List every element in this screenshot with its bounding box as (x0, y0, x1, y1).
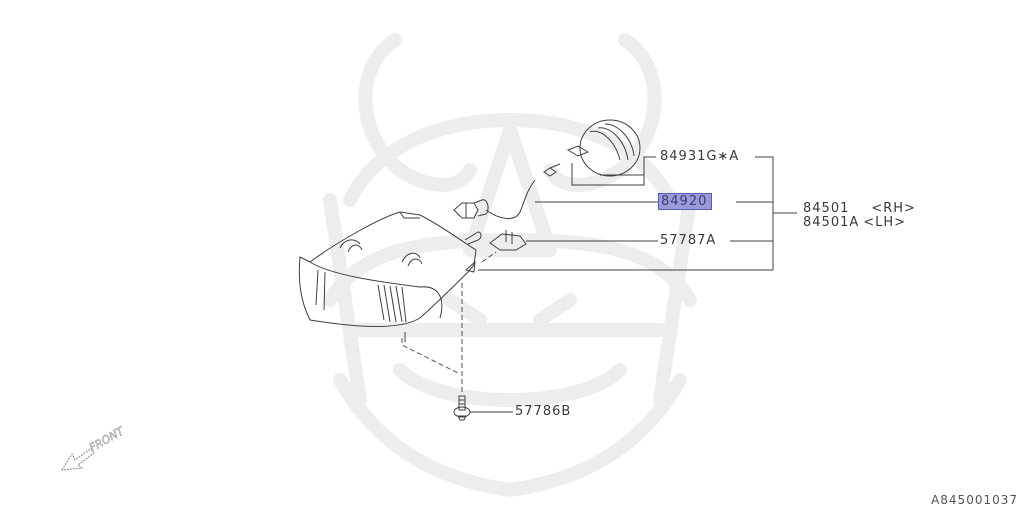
bulb-socket-84931G (543, 119, 641, 177)
arrow-left-down-icon (61, 447, 95, 471)
callout-84920-highlighted[interactable]: 84920 (658, 193, 713, 210)
part-number: 84920 (661, 194, 708, 209)
callout-84931G-A[interactable]: 84931G∗A (660, 150, 739, 164)
diagram-id-code: A845001037 (931, 493, 1018, 507)
front-direction-label: FRONT (87, 424, 127, 455)
part-number: 57786B (515, 404, 572, 419)
part-number: 84931G∗A (660, 149, 740, 164)
part-number: 57787A (660, 233, 717, 248)
assembly-lh[interactable]: 84501A<LH> (803, 216, 916, 230)
assembly-dashed-lines (401, 251, 497, 392)
assembly-lh-part-number: 84501A (803, 215, 860, 230)
assembly-rh-side: <RH> (871, 201, 916, 216)
callout-57786B[interactable]: 57786B (515, 405, 571, 419)
callout-57787A[interactable]: 57787A (660, 234, 716, 248)
assembly-callout[interactable]: 84501 <RH> 84501A<LH> (803, 202, 916, 230)
watermark-helmet-icon (323, 33, 697, 497)
assembly-lh-side: <LH> (863, 215, 907, 230)
clip-57787A (489, 230, 527, 251)
bulb-84920 (453, 179, 536, 219)
leader-lines (470, 156, 797, 413)
assembly-rh[interactable]: 84501 <RH> (803, 202, 916, 216)
fog-lamp-housing (298, 211, 482, 342)
assembly-rh-part-number: 84501 (803, 201, 850, 216)
